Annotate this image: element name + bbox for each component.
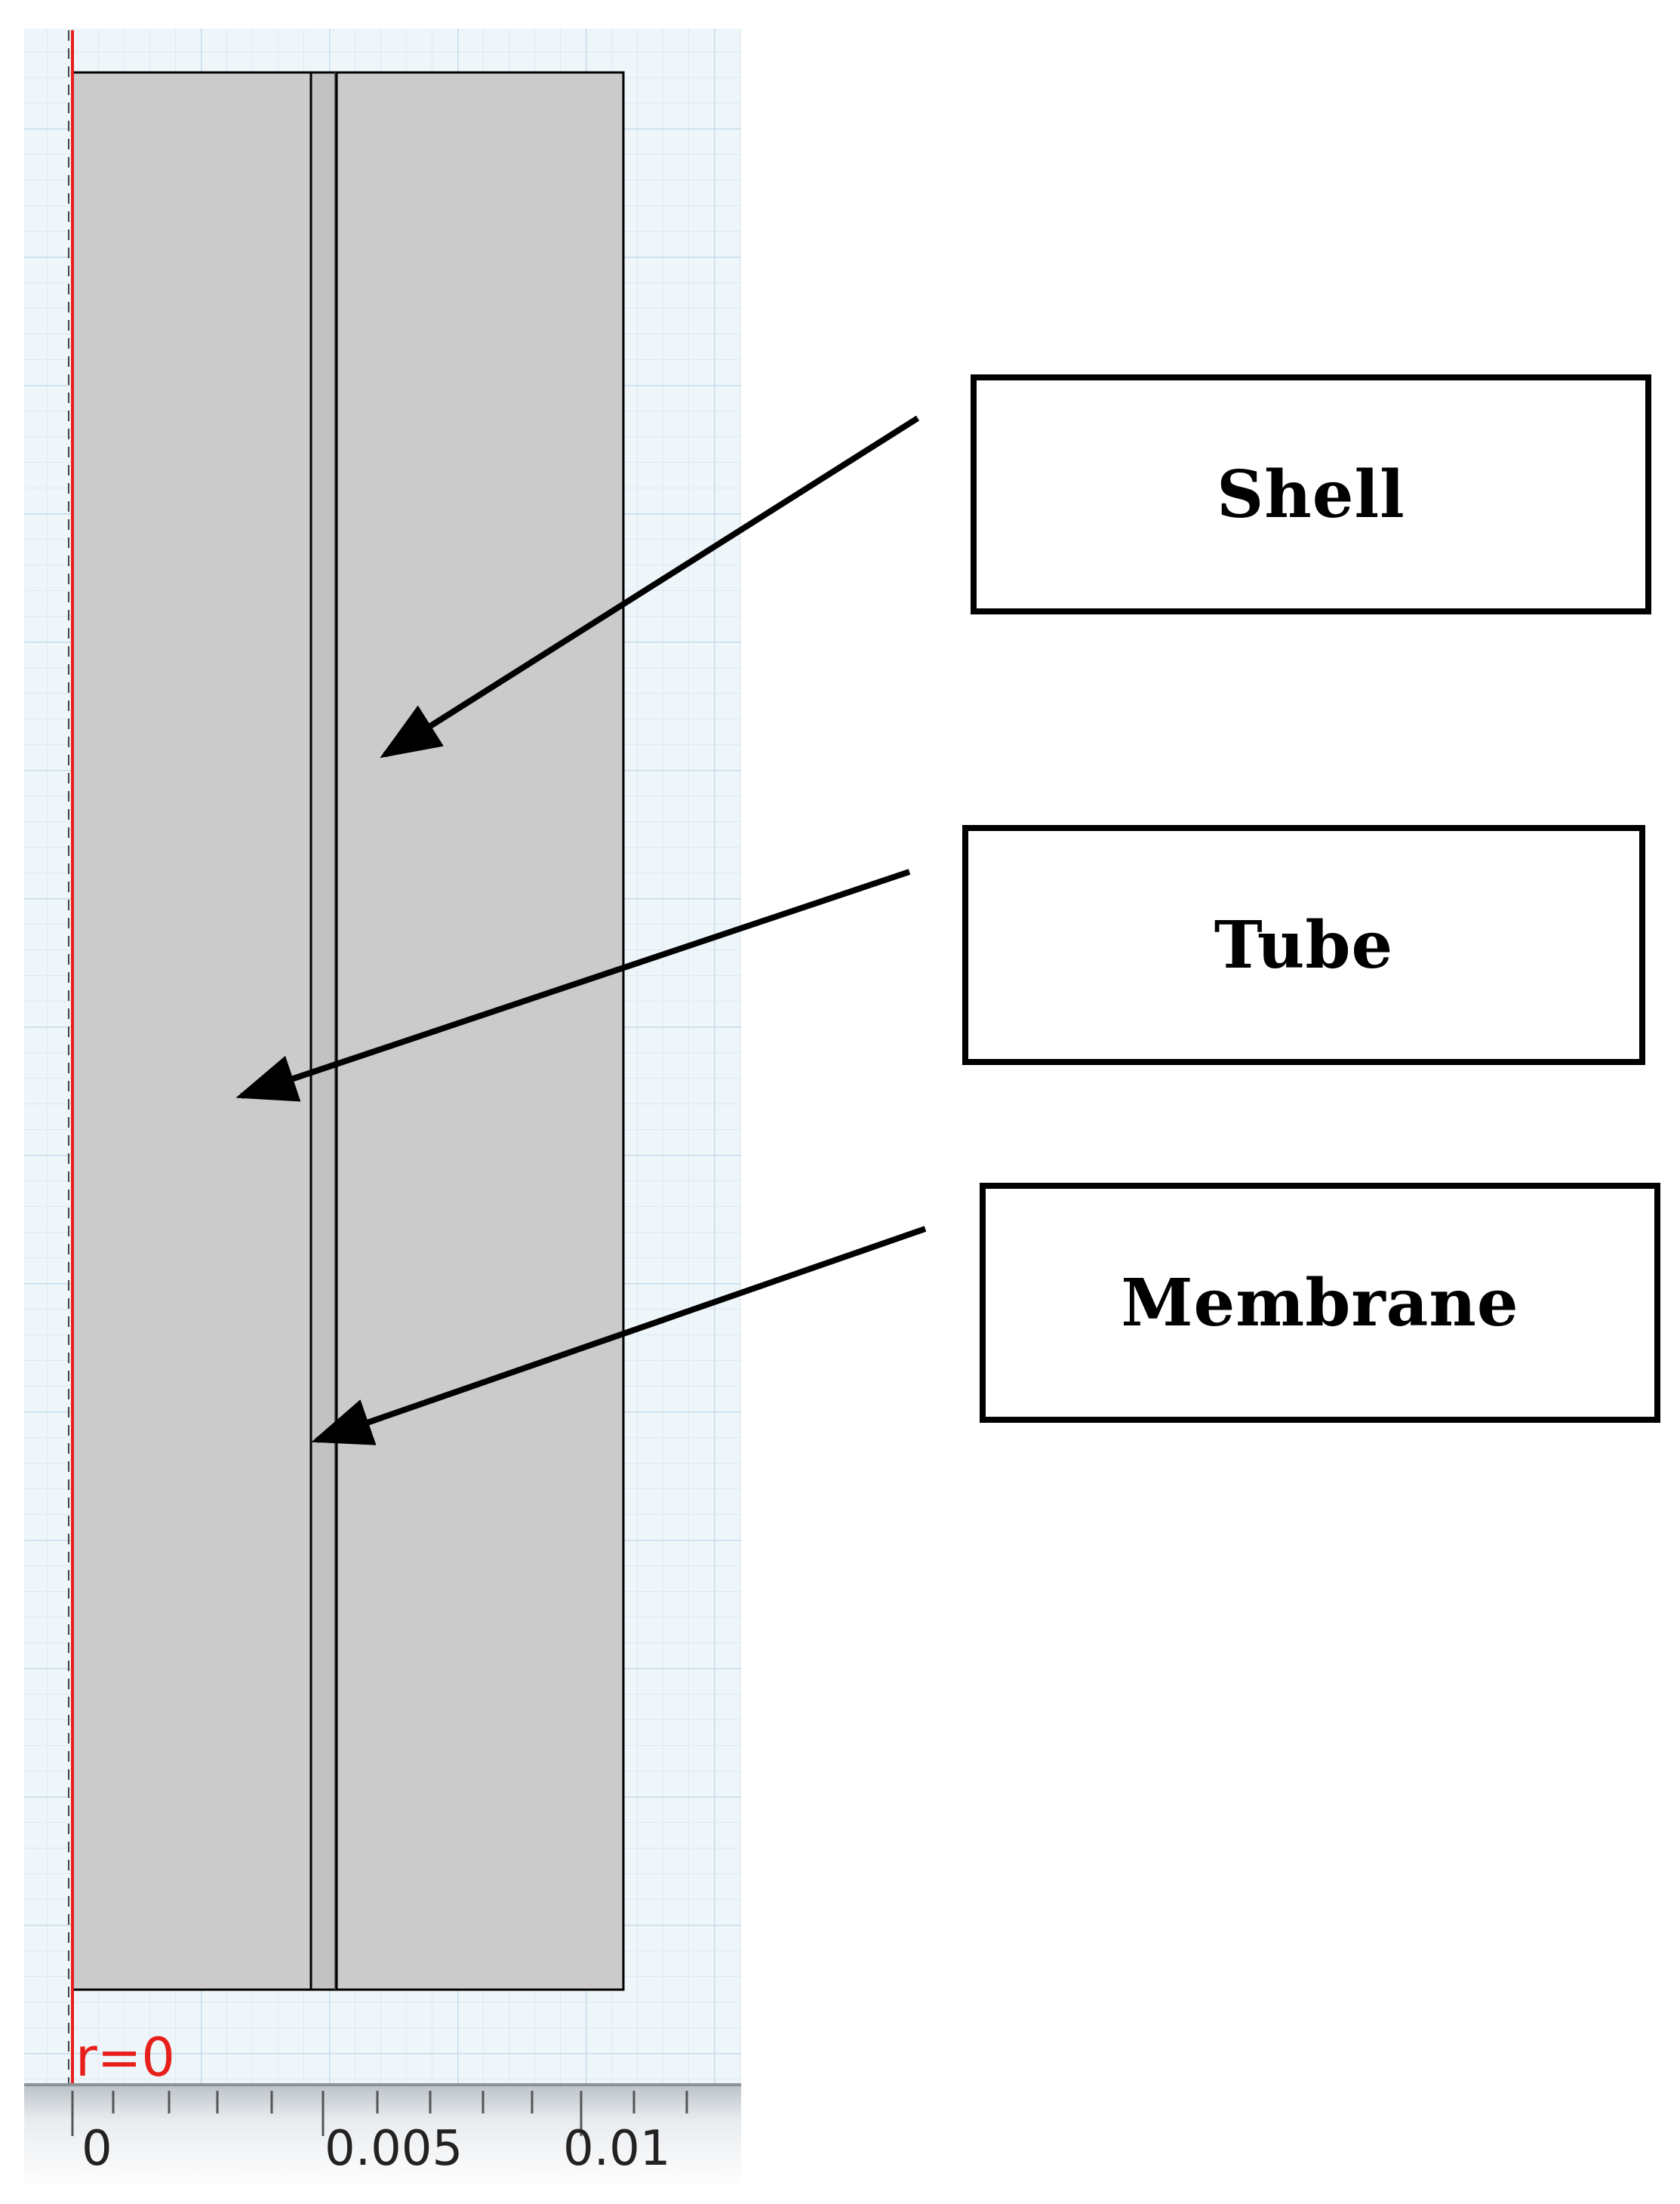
shell-domain: [335, 71, 625, 1991]
shell-arrow: [380, 415, 920, 759]
tube-arrow: [235, 869, 911, 1102]
axis-ruler: 0 0.005 0.01: [24, 2083, 741, 2189]
shell-label: Shell: [1217, 456, 1405, 533]
tube-label-box: Tube: [962, 825, 1645, 1065]
membrane-label: Membrane: [1121, 1264, 1519, 1341]
tick-label-0-01: 0.01: [563, 2121, 671, 2177]
tick-label-0-005: 0.005: [325, 2121, 463, 2177]
shell-label-box: Shell: [971, 374, 1651, 614]
tube-domain: [71, 71, 312, 1991]
domain-geometry: [71, 71, 625, 1991]
tube-label: Tube: [1214, 907, 1394, 983]
symmetry-axis-label: r=0: [75, 2027, 175, 2089]
annotation-arrows: [235, 415, 927, 1445]
tick-label-0: 0: [82, 2121, 112, 2177]
membrane-label-box: Membrane: [980, 1183, 1660, 1423]
ruler-ticks: [71, 2091, 688, 2136]
membrane-arrow: [311, 1226, 927, 1445]
membrane-domain: [309, 71, 338, 1991]
